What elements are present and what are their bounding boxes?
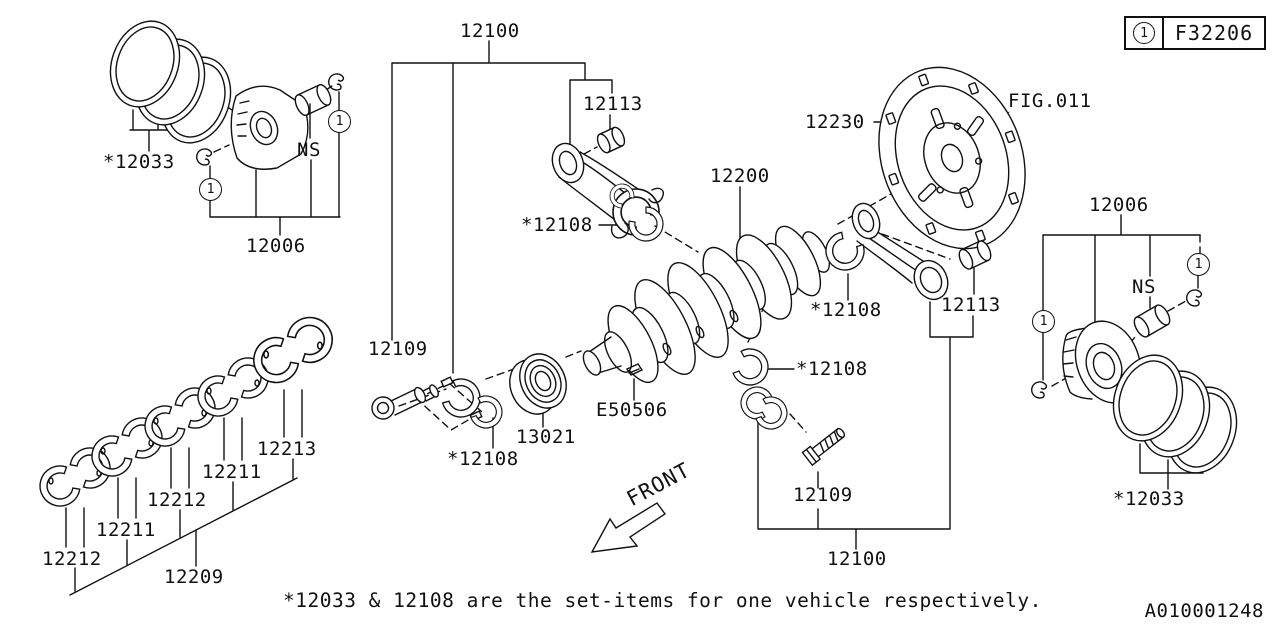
rod-right	[851, 202, 949, 301]
label-12211-1: 12211	[96, 519, 156, 541]
dashed-rod-right	[747, 233, 951, 433]
key	[625, 363, 644, 376]
label-12108-right-mid: *12108	[796, 358, 868, 380]
label-12033-right: *12033	[1113, 488, 1185, 510]
dashed-bearing-box	[415, 382, 484, 431]
bracket-piston-right	[1042, 214, 1201, 381]
label-12113-left: 12113	[583, 93, 643, 115]
document-number: A010001248	[1144, 600, 1264, 622]
label-ns-left: NS	[297, 139, 321, 161]
label-12212-1: 12212	[42, 548, 102, 570]
piston-pin-right	[1133, 304, 1171, 338]
bolt-right	[801, 427, 846, 467]
rod-bearing-lower-left	[439, 373, 508, 434]
callout-marker-2: 1	[328, 110, 351, 133]
front-arrow	[590, 502, 666, 553]
label-12100-bottom: 12100	[827, 548, 887, 570]
label-12100-top: 12100	[460, 20, 520, 42]
gear	[509, 353, 567, 415]
label-12211-2: 12211	[202, 461, 262, 483]
bolt-left	[371, 384, 439, 420]
reference-marker-cell: 1	[1126, 18, 1164, 48]
rod-bearing-upper-left	[624, 202, 671, 249]
label-12230: 12230	[805, 111, 865, 133]
label-12113-right: 12113	[941, 294, 1001, 316]
label-ns-right: NS	[1132, 276, 1156, 298]
callouts-12108-right	[767, 273, 849, 370]
crankshaft	[582, 225, 831, 384]
piston-rings-left	[98, 10, 243, 154]
bracket-12100-top	[391, 40, 613, 374]
piston-left	[230, 85, 309, 170]
callout-marker-3: 1	[1032, 310, 1055, 333]
label-12109-left: 12109	[368, 338, 428, 360]
reference-box: 1 F32206	[1124, 16, 1266, 50]
rod-bushing-right	[958, 240, 992, 270]
piston-pin-left	[294, 83, 332, 117]
main-bearings	[33, 309, 341, 513]
label-12006-left: 12006	[246, 235, 306, 257]
circlip-left-lower	[194, 146, 213, 167]
bracket-rings-right	[1139, 443, 1204, 490]
label-12006-right: 12006	[1089, 194, 1149, 216]
label-13021: 13021	[516, 426, 576, 448]
label-e50506: E50506	[596, 399, 668, 421]
label-12108-right-upper: *12108	[810, 299, 882, 321]
label-12212-2: 12212	[147, 489, 207, 511]
label-12109-right: 12109	[793, 484, 853, 506]
label-12200: 12200	[710, 165, 770, 187]
label-12108-lower-left: *12108	[447, 448, 519, 470]
set-items-footnote: *12033 & 12108 are the set-items for one…	[283, 589, 1042, 612]
bracket-piston-left	[209, 91, 341, 236]
label-fig-011: FIG.011	[1008, 90, 1092, 112]
circlip-right-upper	[1184, 287, 1203, 308]
rod-bearing-right-mid	[730, 344, 774, 391]
bracket-main-bearings	[65, 389, 303, 596]
rod-bushing-left	[596, 126, 626, 154]
reference-code: F32206	[1174, 21, 1254, 45]
label-12213: 12213	[257, 438, 317, 460]
rod-bearing-right-lower	[735, 381, 793, 435]
dashed-rod-left	[583, 146, 699, 253]
drive-plate	[878, 66, 1026, 250]
label-12108-upper-left: *12108	[521, 214, 593, 236]
callout-marker-1: 1	[199, 178, 222, 201]
callout-marker-4: 1	[1187, 253, 1210, 276]
reference-marker: 1	[1133, 22, 1155, 44]
bracket-12100-bottom	[757, 267, 975, 550]
rod-left	[551, 142, 666, 242]
label-12209: 12209	[164, 566, 224, 588]
circlip-right-lower	[1029, 379, 1048, 400]
label-12033-left: *12033	[103, 151, 175, 173]
